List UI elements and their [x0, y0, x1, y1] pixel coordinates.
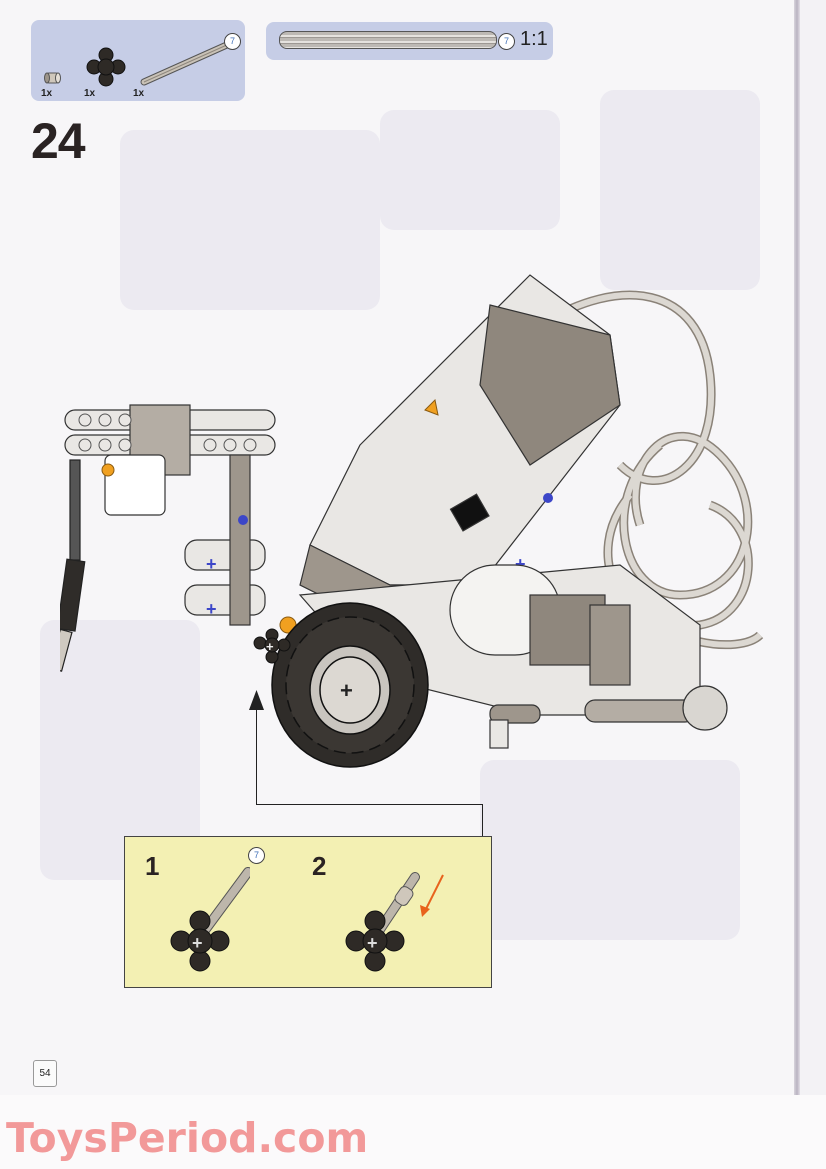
callout-pointer-line [256, 804, 483, 805]
page-number: 54 [33, 1060, 57, 1087]
background-ghost-image [480, 760, 740, 940]
instruction-page: 1x 1x 7 1x 7 1:1 24 [31, 20, 764, 1087]
parts-qty-axle: 1x [133, 88, 145, 99]
callout-pointer-line [256, 700, 257, 805]
svg-text:+: + [515, 554, 526, 574]
svg-text:+: + [192, 933, 203, 953]
knob-wheel-part-icon [86, 47, 126, 87]
scale-axle-length-badge: 7 [498, 33, 515, 50]
parts-qty-bush: 1x [41, 88, 53, 99]
svg-text:+: + [266, 639, 274, 654]
sub-step-2-number: 2 [312, 851, 327, 881]
step-number: 24 [31, 113, 86, 169]
bottom-strip [0, 1095, 826, 1169]
bush-part-icon [44, 72, 61, 84]
parts-list-box: 1x 1x 7 1x [31, 20, 245, 101]
sub-step-1-axle-length-badge: 7 [248, 847, 265, 864]
scale-axle-icon [279, 31, 497, 49]
axle-length-badge: 7 [224, 33, 241, 50]
sub-step-1-number: 1 [145, 851, 160, 881]
callout-arrow-up-icon [249, 690, 264, 710]
svg-text:+: + [206, 599, 217, 619]
scale-indicator-box: 7 1:1 [266, 22, 553, 60]
watermark-text: ToysPeriod.com [6, 1114, 369, 1162]
background-ghost-image [380, 110, 560, 230]
background-ghost-image [600, 90, 760, 290]
page-margin-right [800, 0, 826, 1095]
svg-text:+: + [206, 554, 217, 574]
callout-pointer-line [482, 804, 483, 837]
sub-step-2-assembly-icon: + [345, 872, 444, 972]
sub-step-1-assembly-icon: + [170, 867, 250, 972]
robot-model-illustration: + + + + [60, 274, 764, 768]
scale-label: 1:1 [520, 28, 548, 50]
page-binding-edge [794, 0, 800, 1095]
axle-part-icon [140, 40, 233, 86]
background-ghost-image [120, 130, 380, 310]
svg-text:+: + [367, 933, 378, 953]
parts-qty-knob-wheel: 1x [84, 88, 96, 99]
sub-assembly-callout: 1 7 + 2 + [124, 836, 492, 988]
svg-text:+: + [340, 678, 353, 703]
